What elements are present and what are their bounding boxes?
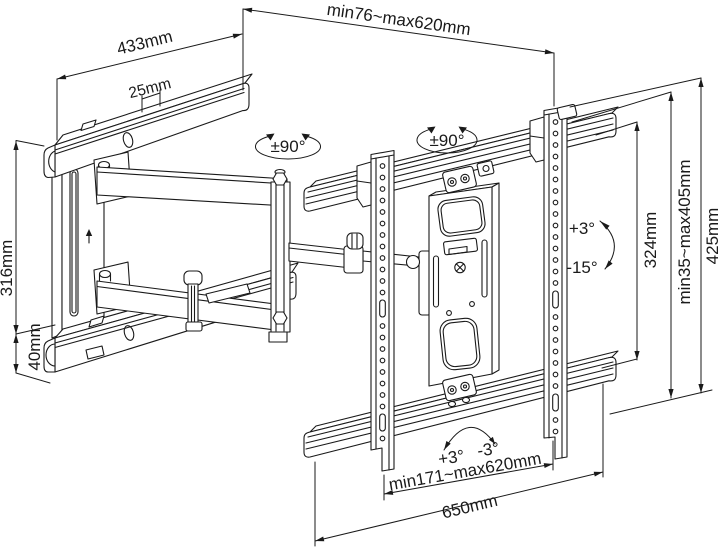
dim-arm-length-label: 433mm [115, 27, 175, 59]
screw-icon [454, 261, 466, 274]
vesa-rail-right [529, 105, 568, 460]
dim-vesa-range-label: min35~max405mm [675, 159, 694, 304]
dim-inner-height: 324mm [595, 121, 660, 369]
tv-adapter-plate [428, 182, 500, 387]
dim-bottom-range-label: min171~max620mm [387, 449, 542, 495]
swivel-arc-right: ±90° [416, 126, 478, 154]
dim-total-height: 425mm [569, 77, 720, 415]
dim-total-width-label: 650mm [440, 491, 500, 523]
swivel-left-label: ±90° [270, 137, 305, 156]
dim-rail-height: 40mm [13, 323, 51, 384]
swivel-arc-left: ±90° [255, 133, 321, 160]
level-minus-label: -3° [476, 439, 500, 461]
tension-knob [183, 270, 203, 332]
dim-rail-height-label: 40mm [25, 323, 44, 370]
level-plus-label: +3° [437, 446, 466, 468]
tilt-up-label: +3° [569, 219, 595, 238]
dim-top-range-label: min76~max620mm [326, 0, 472, 39]
tilt-down-label: -15° [566, 258, 597, 277]
rail-clamps-bottom [442, 373, 477, 408]
rail-clamps-top [442, 103, 578, 194]
wall-plate [51, 149, 105, 339]
dim-total-height-label: 425mm [703, 208, 720, 265]
extension-arm [288, 232, 432, 316]
swivel-right-label: ±90° [429, 131, 464, 150]
dim-inner-height-label: 324mm [641, 212, 660, 269]
pivot-link [268, 168, 291, 343]
dim-plate-height-label: 316mm [0, 240, 16, 297]
up-arrow-icon [85, 229, 93, 244]
tilt-arc: +3° -15° [566, 219, 615, 277]
arm-pivot [405, 254, 421, 270]
dim-vesa-range: min35~max405mm [571, 91, 694, 399]
wall-rail-top [43, 73, 253, 179]
level-arc: +3° -3° [437, 426, 500, 469]
dim-bottom-range: min171~max620mm [383, 440, 554, 501]
vesa-rail-left [356, 149, 395, 472]
dim-top-range: min76~max620mm [242, 0, 555, 107]
dim-hole-pitch-label: 25mm [127, 75, 173, 102]
dim-plate-height: 316mm [0, 140, 56, 335]
articulating-arm-upper [96, 166, 288, 207]
